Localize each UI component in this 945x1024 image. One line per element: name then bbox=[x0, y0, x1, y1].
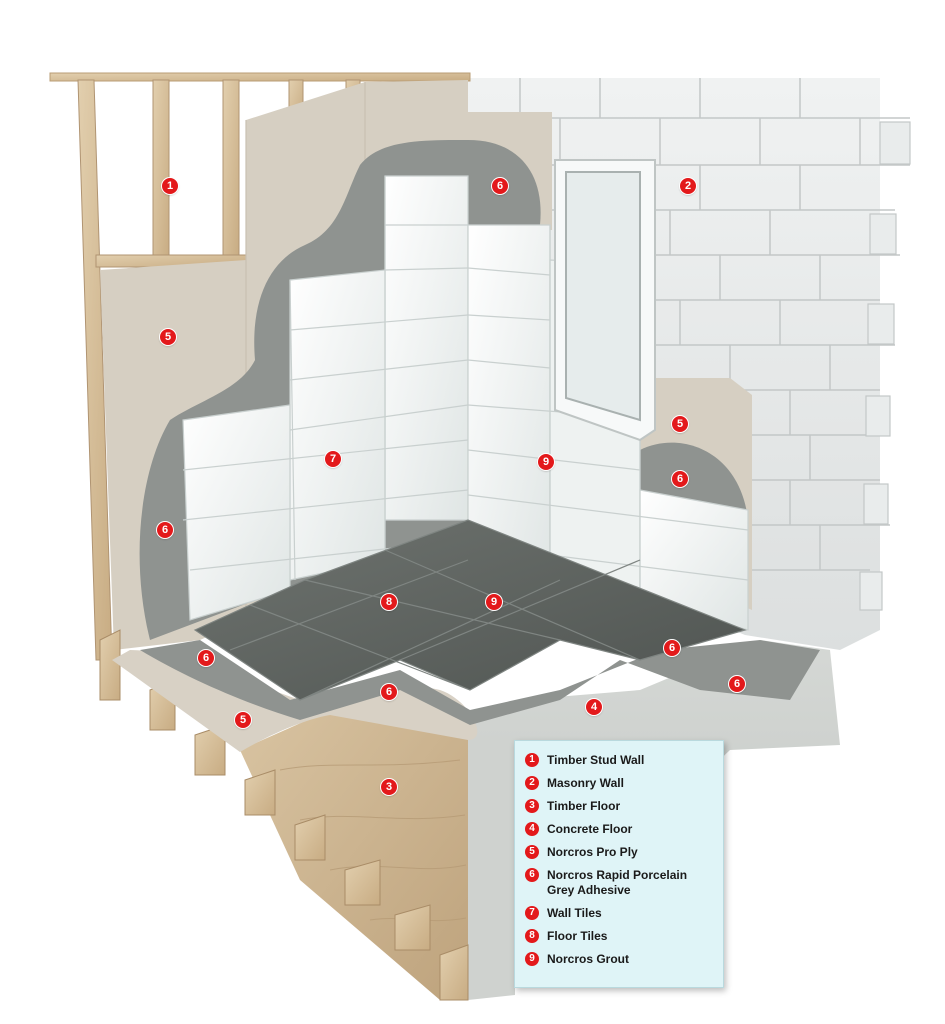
legend-number: 4 bbox=[525, 822, 539, 836]
marker-adhesive-upper: 6 bbox=[492, 178, 508, 194]
legend-number: 2 bbox=[525, 776, 539, 790]
marker-concrete-floor: 4 bbox=[586, 699, 602, 715]
marker-adhesive-floor-left: 6 bbox=[198, 650, 214, 666]
legend-label: Timber Floor bbox=[547, 799, 621, 813]
legend-label: Timber Stud Wall bbox=[547, 753, 645, 767]
marker-adhesive-left: 6 bbox=[157, 522, 173, 538]
marker-adhesive-right: 6 bbox=[672, 471, 688, 487]
floor-tiles bbox=[193, 519, 747, 701]
legend-item: 1 Timber Stud Wall bbox=[525, 753, 715, 768]
legend-item: 4 Concrete Floor bbox=[525, 822, 715, 837]
window bbox=[554, 159, 656, 442]
legend-item: 5 Norcros Pro Ply bbox=[525, 845, 715, 860]
adhesive-floor bbox=[140, 640, 820, 725]
legend: 1 Timber Stud Wall 2 Masonry Wall 3 Timber … bbox=[514, 740, 724, 988]
floor-joists bbox=[99, 629, 469, 1001]
marker-pro-ply-floor: 5 bbox=[235, 712, 251, 728]
legend-item: 8 Floor Tiles bbox=[525, 929, 715, 944]
marker-pro-ply-masonry: 5 bbox=[672, 416, 688, 432]
legend-label: Masonry Wall bbox=[547, 776, 624, 790]
legend-label: Floor Tiles bbox=[547, 929, 608, 943]
legend-label: Norcros Rapid Porcelain Grey Adhesive bbox=[547, 868, 688, 897]
legend-label: Norcros Pro Ply bbox=[547, 845, 638, 859]
legend-item: 9 Norcros Grout bbox=[525, 952, 715, 967]
legend-number: 7 bbox=[525, 906, 539, 920]
marker-wall-tiles: 7 bbox=[325, 451, 341, 467]
legend-label: Wall Tiles bbox=[547, 906, 602, 920]
marker-grout-floor: 9 bbox=[486, 594, 502, 610]
marker-adhesive-floor-right: 6 bbox=[664, 640, 680, 656]
legend-number: 6 bbox=[525, 868, 539, 882]
legend-number: 8 bbox=[525, 929, 539, 943]
legend-number: 1 bbox=[525, 753, 539, 767]
legend-label: Concrete Floor bbox=[547, 822, 633, 836]
legend-item: 3 Timber Floor bbox=[525, 799, 715, 814]
marker-adhesive-floor-edge: 6 bbox=[729, 676, 745, 692]
marker-masonry-wall: 2 bbox=[680, 178, 696, 194]
marker-timber-floor: 3 bbox=[381, 779, 397, 795]
marker-adhesive-floor-center: 6 bbox=[381, 684, 397, 700]
legend-label: Norcros Grout bbox=[547, 952, 630, 966]
marker-pro-ply-wall: 5 bbox=[160, 329, 176, 345]
legend-number: 3 bbox=[525, 799, 539, 813]
legend-number: 5 bbox=[525, 845, 539, 859]
legend-item: 6 Norcros Rapid Porcelain Grey Adhesive bbox=[525, 868, 715, 898]
marker-grout-wall: 9 bbox=[538, 454, 554, 470]
marker-timber-stud-wall: 1 bbox=[162, 178, 178, 194]
timber-floor bbox=[240, 700, 468, 1000]
concrete-floor-front bbox=[468, 735, 515, 1000]
legend-number: 9 bbox=[525, 952, 539, 966]
legend-item: 7 Wall Tiles bbox=[525, 906, 715, 921]
legend-item: 2 Masonry Wall bbox=[525, 776, 715, 791]
marker-floor-tiles: 8 bbox=[381, 594, 397, 610]
